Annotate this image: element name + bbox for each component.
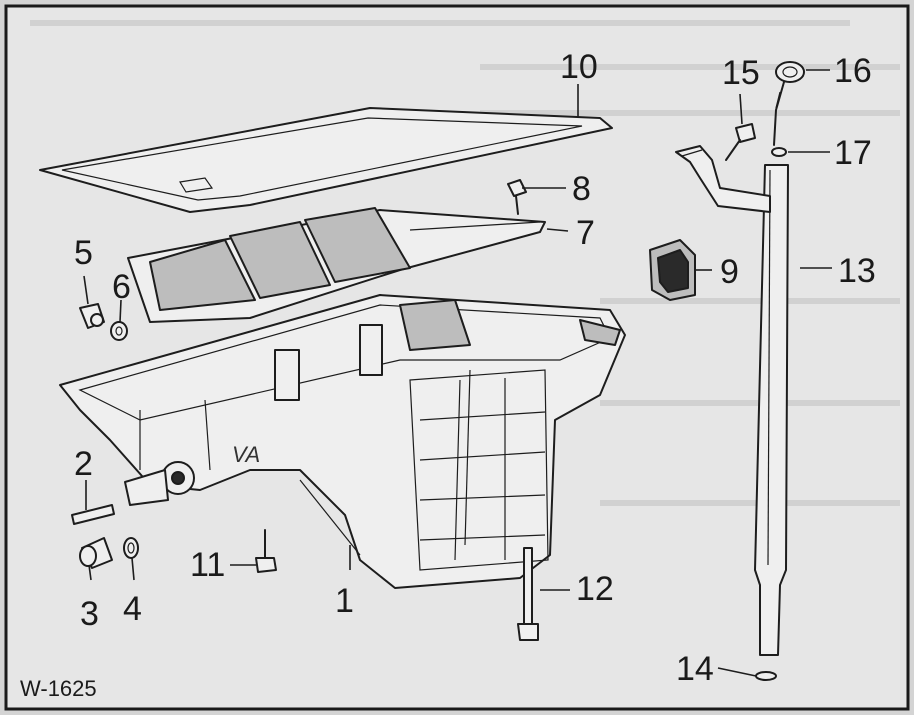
part-12-bolt <box>517 547 539 641</box>
part-4-washer <box>123 537 139 559</box>
callout-16: 16 <box>834 52 872 90</box>
callout-10: 10 <box>560 48 598 86</box>
part-11-bolt <box>255 529 277 573</box>
part-1-oil-pan: VA <box>59 294 626 589</box>
callout-6: 6 <box>112 268 131 306</box>
part-5-plug <box>79 303 105 329</box>
part-3-plug <box>79 537 113 569</box>
part-6-washer <box>110 321 128 341</box>
part-13-dipstick-tube <box>675 145 789 656</box>
part-15-bolt <box>725 123 756 161</box>
part-2-pin <box>71 504 115 525</box>
part-17-o-ring <box>771 147 787 157</box>
callout-15: 15 <box>722 54 760 92</box>
callout-12: 12 <box>576 570 614 608</box>
part-10-gasket <box>39 107 613 213</box>
callout-13: 13 <box>838 252 876 290</box>
callout-17: 17 <box>834 134 872 172</box>
figure-id: W-1625 <box>20 676 97 701</box>
part-8-bolt <box>507 179 527 215</box>
callout-2: 2 <box>74 445 93 483</box>
bleed-through-text <box>30 20 900 506</box>
callout-11: 11 <box>190 546 225 584</box>
callout-7: 7 <box>576 214 595 252</box>
callout-8: 8 <box>572 170 591 208</box>
part-7-oil-pan-lower <box>127 207 546 323</box>
callout-3: 3 <box>80 595 99 633</box>
leader-lines <box>83 69 832 677</box>
part-9-seal <box>649 239 696 301</box>
callout-9: 9 <box>720 253 739 291</box>
callout-14: 14 <box>676 650 714 688</box>
callout-labels: 1 2 3 4 5 6 7 8 9 10 11 12 13 14 15 16 1… <box>74 48 876 688</box>
part-14-o-ring <box>755 671 777 681</box>
callout-4: 4 <box>123 590 142 628</box>
cast-mark: VA <box>232 442 260 467</box>
part-16-dipstick <box>773 61 805 146</box>
callout-5: 5 <box>74 234 93 272</box>
callout-1: 1 <box>335 582 354 620</box>
